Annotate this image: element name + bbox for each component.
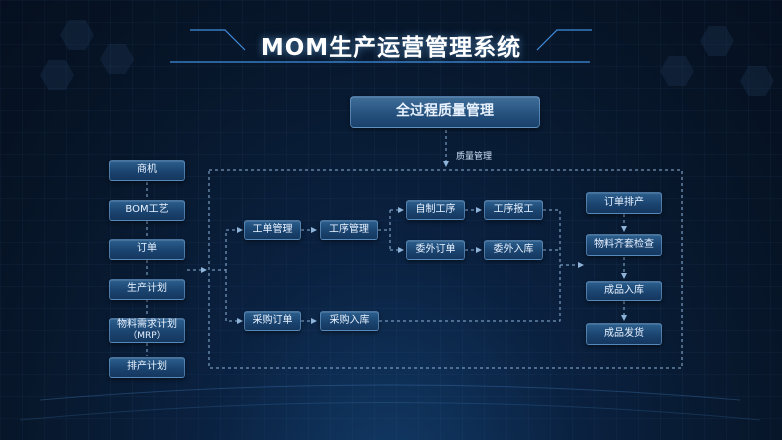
node-label: 委外入库: [493, 243, 534, 255]
node-label: 订单排产: [604, 196, 644, 208]
decor-hex: [660, 56, 694, 86]
node-work-order-mgmt[interactable]: 工单管理: [244, 220, 301, 240]
node-label: 自制工序: [415, 203, 456, 215]
node-outsource-inbound[interactable]: 委外入库: [484, 240, 543, 260]
node-label: 生产计划: [127, 283, 167, 295]
node-label: 采购订单: [252, 314, 293, 326]
node-label: 排产计划: [127, 361, 167, 373]
node-label: 工序报工: [493, 203, 534, 215]
node-label: BOM工艺: [125, 204, 169, 216]
node-production-plan[interactable]: 生产计划: [109, 279, 185, 300]
node-label: 成品入库: [604, 284, 644, 296]
node-mrp[interactable]: 物料需求计划 （MRP）: [109, 318, 185, 343]
node-finished-goods-shipment[interactable]: 成品发货: [586, 323, 662, 345]
node-finished-goods-inbound[interactable]: 成品入库: [586, 281, 662, 301]
node-label: 工序管理: [329, 223, 369, 235]
quality-management-label: 全过程质量管理: [396, 103, 494, 120]
node-business-opportunity[interactable]: 商机: [109, 160, 185, 181]
node-process-mgmt[interactable]: 工序管理: [320, 220, 378, 240]
node-bom-process[interactable]: BOM工艺: [109, 200, 185, 221]
node-label: 物料齐套检查: [594, 238, 654, 250]
node-label: 物料需求计划: [117, 318, 177, 330]
node-scheduling-plan[interactable]: 排产计划: [109, 357, 185, 378]
node-purchase-order[interactable]: 采购订单: [244, 311, 301, 331]
node-label: 工单管理: [252, 223, 293, 235]
decor-hex: [700, 26, 734, 56]
node-label: 订单: [137, 243, 157, 255]
node-label: 成品发货: [604, 327, 644, 339]
quality-edge-label: 质量管理: [456, 152, 493, 162]
node-outsource-order[interactable]: 委外订单: [406, 240, 465, 260]
node-order-scheduling[interactable]: 订单排产: [586, 192, 662, 214]
node-purchase-inbound[interactable]: 采购入库: [320, 311, 379, 331]
node-order[interactable]: 订单: [109, 239, 185, 260]
node-process-report[interactable]: 工序报工: [484, 200, 543, 220]
decor-hex: [740, 66, 774, 96]
node-material-kitting-check[interactable]: 物料齐套检查: [586, 234, 662, 256]
quality-management-box[interactable]: 全过程质量管理: [350, 96, 540, 128]
node-self-process[interactable]: 自制工序: [406, 200, 465, 220]
node-label: 采购入库: [329, 314, 370, 326]
node-label: 商机: [137, 164, 157, 176]
page-title: MOM生产运营管理系统: [260, 35, 522, 61]
node-sublabel: （MRP）: [128, 331, 166, 342]
node-label: 委外订单: [415, 243, 456, 255]
